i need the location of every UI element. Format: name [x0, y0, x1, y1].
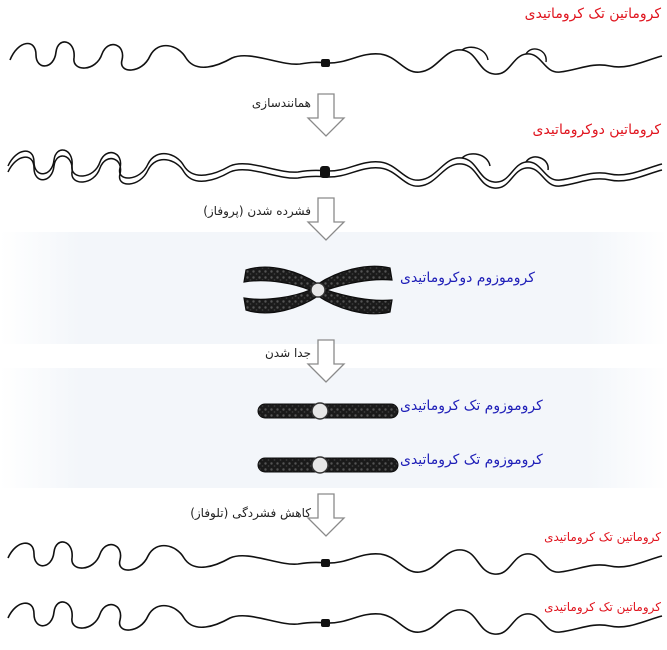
centromere-bottom-2 — [321, 619, 330, 627]
arrow-replication — [306, 93, 346, 137]
step-condensation: فشرده شدن (پروفاز) — [203, 204, 311, 218]
chromatin-strand-top — [9, 41, 663, 75]
label-chromatin-double: کروماتین دوکروماتیدی — [532, 122, 661, 138]
chromatin-strand-top-loop — [461, 46, 547, 63]
label-chromatin-single-bottom-1: کروماتین تک کروماتیدی — [544, 530, 661, 544]
step-replication: همانندسازی — [251, 96, 311, 110]
centromere-top — [321, 59, 330, 67]
label-chromatin-single-bottom-2: کروماتین تک کروماتیدی — [544, 600, 661, 614]
label-chromosome-single-2: کروموزوم تک کروماتیدی — [400, 452, 543, 468]
centromere-double — [320, 166, 330, 178]
arrow-condensation — [306, 197, 346, 241]
centromere-bottom-1 — [321, 559, 330, 567]
label-chromatin-single-top: کروماتین تک کروماتیدی — [524, 6, 661, 22]
arrow-separation — [306, 339, 346, 383]
chromosome-single-2 — [257, 456, 399, 474]
label-chromosome-single-1: کروموزوم تک کروماتیدی — [400, 398, 543, 414]
chromatin-strand-double — [7, 149, 663, 189]
step-decondensation: کاهش فشردگی (تلوفاز) — [190, 506, 311, 520]
label-chromosome-double: کروموزوم دوکروماتیدی — [400, 270, 535, 286]
chromosome-x-shape — [243, 265, 393, 315]
step-separation: جدا شدن — [264, 346, 311, 360]
arrow-decondensation — [306, 493, 346, 537]
chromatin-strand-bottom-1 — [7, 541, 663, 575]
chromatin-strand-bottom-2 — [7, 601, 663, 635]
chromosome-single-1 — [257, 402, 399, 420]
